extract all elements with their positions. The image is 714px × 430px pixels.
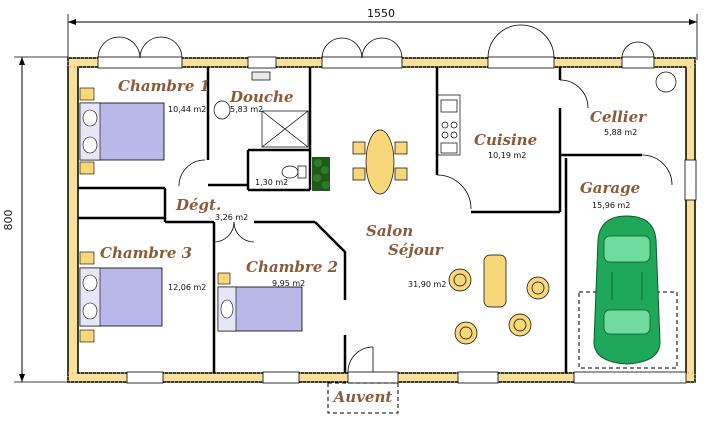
room-name-chambre3: Chambre 3 (100, 244, 192, 262)
room-name-chambre1: Chambre 1 (118, 77, 210, 95)
room-name-sejour: Séjour (388, 241, 444, 259)
room-area-cellier: 5,88 m2 (604, 128, 637, 137)
dining-table (352, 129, 408, 195)
room-name-chambre2: Chambre 2 (246, 258, 338, 276)
bed-chambre3 (79, 251, 163, 343)
width-dimension: 1550 (67, 6, 698, 60)
auvent: Auvent (327, 382, 399, 414)
room-name-degt: Dégt. (175, 196, 221, 214)
room-area-garage: 15,96 m2 (592, 201, 630, 210)
height-label: 800 (2, 210, 15, 231)
room-area-chambre3: 12,06 m2 (168, 283, 206, 292)
room-name-cellier: Cellier (590, 108, 647, 126)
room-area-cuisine: 10,19 m2 (488, 151, 526, 160)
bed-chambre2 (217, 272, 303, 332)
car (578, 215, 678, 369)
room-area-salon: 31,90 m2 (408, 280, 446, 289)
room-area-chambre2: 9,95 m2 (272, 279, 305, 288)
bathroom-fixtures (213, 71, 309, 179)
interior-walls (78, 67, 642, 373)
living-furniture (448, 254, 550, 345)
room-name-cuisine: Cuisine (474, 131, 537, 149)
room-area-wc: 1,30 m2 (255, 178, 288, 187)
auvent-label: Auvent (332, 388, 393, 406)
room-area-degt: 3,26 m2 (215, 213, 248, 222)
plant (312, 157, 330, 191)
bed-chambre1 (79, 87, 165, 175)
room-area-douche: 5,83 m2 (230, 105, 263, 114)
door-swings (97, 24, 673, 373)
water-heater (655, 71, 677, 93)
room-labels: Chambre 1 10,44 m2 Douche 5,83 m2 1,30 m… (100, 77, 647, 292)
room-name-salon: Salon (366, 222, 413, 240)
room-name-garage: Garage (580, 179, 640, 197)
room-area-chambre1: 10,44 m2 (168, 105, 206, 114)
kitchen-counter (437, 94, 461, 156)
width-label: 1550 (367, 7, 395, 20)
room-name-douche: Douche (229, 88, 294, 106)
height-dimension: 800 (2, 56, 68, 383)
